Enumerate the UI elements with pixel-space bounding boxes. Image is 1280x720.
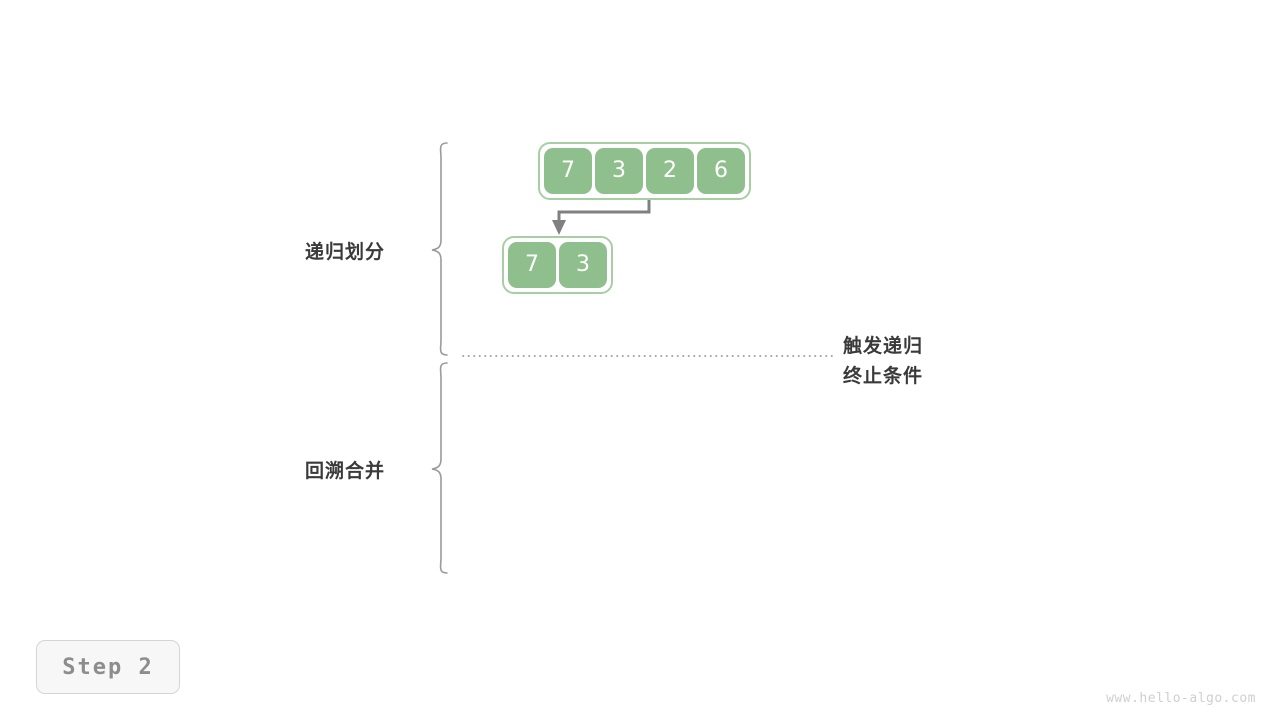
array-cell: 2 bbox=[646, 148, 694, 194]
array-root: 7 3 2 6 bbox=[538, 142, 751, 200]
annotation-line-2: 终止条件 bbox=[843, 365, 924, 387]
array-cell: 7 bbox=[544, 148, 592, 194]
annotation-line-1: 触发递归 bbox=[843, 335, 924, 357]
section-label-recursive-partition: 递归划分 bbox=[305, 241, 386, 263]
section-label-backtrack-merge: 回溯合并 bbox=[305, 460, 386, 482]
array-cell: 6 bbox=[697, 148, 745, 194]
brace-divide bbox=[431, 142, 448, 356]
array-cell: 7 bbox=[508, 242, 556, 288]
array-cell: 3 bbox=[595, 148, 643, 194]
brace-merge bbox=[431, 362, 448, 574]
step-badge-label: Step 2 bbox=[62, 654, 154, 680]
array-cell: 3 bbox=[559, 242, 607, 288]
split-arrow bbox=[552, 197, 651, 235]
recursion-termination-annotation: 触发递归 终止条件 bbox=[843, 331, 923, 391]
step-badge: Step 2 bbox=[36, 640, 180, 694]
array-left-subarray: 7 3 bbox=[502, 236, 613, 294]
watermark: www.hello-algo.com bbox=[1106, 691, 1256, 706]
